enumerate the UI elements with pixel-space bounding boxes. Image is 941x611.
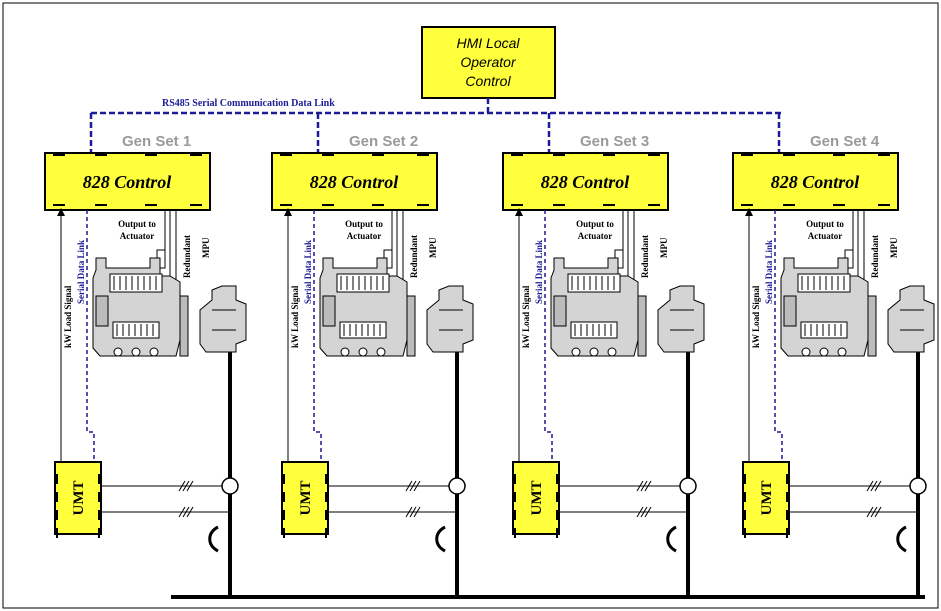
kw-load-label: kW Load Signal <box>290 285 300 348</box>
output-label-2: Actuator <box>808 231 843 241</box>
breaker-icon <box>208 525 219 553</box>
output-label-1: Output to <box>345 219 383 229</box>
mpu-label: MPU <box>659 237 669 258</box>
output-label-2: Actuator <box>578 231 613 241</box>
engine-icon <box>92 257 189 357</box>
genset-4: Gen Set 4 828 Control kW Load SignalSerial… <box>732 113 935 597</box>
output-label-2: Actuator <box>347 231 382 241</box>
control-box: 828 Control <box>502 152 669 211</box>
kw-load-label: kW Load Signal <box>521 285 531 348</box>
rs485-link: RS485 Serial Communication Data Link <box>91 98 783 115</box>
mpu-label: MPU <box>889 237 899 258</box>
ct-icon <box>448 477 466 495</box>
engine-icon <box>780 257 877 357</box>
output-label-1: Output to <box>118 219 156 229</box>
ct-icon <box>909 477 927 495</box>
umt-box: UMT <box>54 461 102 538</box>
generator-icon <box>199 285 247 353</box>
control-label: 828 Control <box>541 172 630 192</box>
kw-load-label: kW Load Signal <box>63 285 73 348</box>
generator-icon <box>887 285 935 353</box>
serial-link-line <box>544 210 553 462</box>
breaker-icon <box>666 525 677 553</box>
engine-icon <box>319 257 416 357</box>
control-label: 828 Control <box>83 172 172 192</box>
umt-label: UMT <box>759 481 775 516</box>
serial-link-label: Serial Data Link <box>303 240 313 304</box>
output-label-2: Actuator <box>120 231 155 241</box>
genset-label: Gen Set 1 <box>122 133 191 150</box>
redundant-label: Redundant <box>640 235 650 278</box>
hmi-line-1: HMI Local <box>456 35 520 51</box>
actuator-wire <box>161 210 166 256</box>
mpu-label: MPU <box>201 237 211 258</box>
serial-link-label: Serial Data Link <box>76 240 86 304</box>
control-box: 828 Control <box>271 152 438 211</box>
output-label-1: Output to <box>576 219 614 229</box>
actuator-wire <box>619 210 624 256</box>
output-label-1: Output to <box>806 219 844 229</box>
serial-link-line <box>313 210 322 462</box>
serial-link-label: Serial Data Link <box>764 240 774 304</box>
actuator-wire <box>849 210 854 256</box>
genset-label: Gen Set 4 <box>810 133 880 150</box>
generator-icon <box>426 285 474 353</box>
ct-icon <box>679 477 697 495</box>
umt-label: UMT <box>71 481 87 516</box>
control-box: 828 Control <box>732 152 899 211</box>
umt-box: UMT <box>281 461 329 538</box>
umt-label: UMT <box>529 481 545 516</box>
umt-box: UMT <box>512 461 560 538</box>
ct-icon <box>221 477 239 495</box>
serial-link-line <box>774 210 783 462</box>
hmi-line-3: Control <box>465 73 511 89</box>
genset-3: Gen Set 3 828 Control kW Load SignalSerial… <box>502 113 705 597</box>
genset-1: Gen Set 1 828 Control kW Load SignalSerial… <box>44 113 247 597</box>
actuator-wire <box>388 210 393 256</box>
serial-link-label: Serial Data Link <box>534 240 544 304</box>
kw-load-label: kW Load Signal <box>751 285 761 348</box>
redundant-label: Redundant <box>870 235 880 278</box>
engine-icon <box>550 257 647 357</box>
genset-label: Gen Set 2 <box>349 133 418 150</box>
breaker-icon <box>896 525 907 553</box>
control-box: 828 Control <box>44 152 211 211</box>
rs485-link-label: RS485 Serial Communication Data Link <box>162 98 335 109</box>
serial-link-line <box>86 210 95 462</box>
genset-label: Gen Set 3 <box>580 133 649 150</box>
generator-icon <box>657 285 705 353</box>
redundant-label: Redundant <box>409 235 419 278</box>
control-label: 828 Control <box>771 172 860 192</box>
umt-label: UMT <box>298 481 314 516</box>
genset-2: Gen Set 2 828 Control kW Load SignalSerial… <box>271 113 474 597</box>
umt-box: UMT <box>742 461 790 538</box>
hmi-line-2: Operator <box>460 54 517 70</box>
redundant-label: Redundant <box>182 235 192 278</box>
mpu-label: MPU <box>428 237 438 258</box>
control-label: 828 Control <box>310 172 399 192</box>
breaker-icon <box>435 525 446 553</box>
hmi-box: HMI Local Operator Control <box>421 26 556 99</box>
